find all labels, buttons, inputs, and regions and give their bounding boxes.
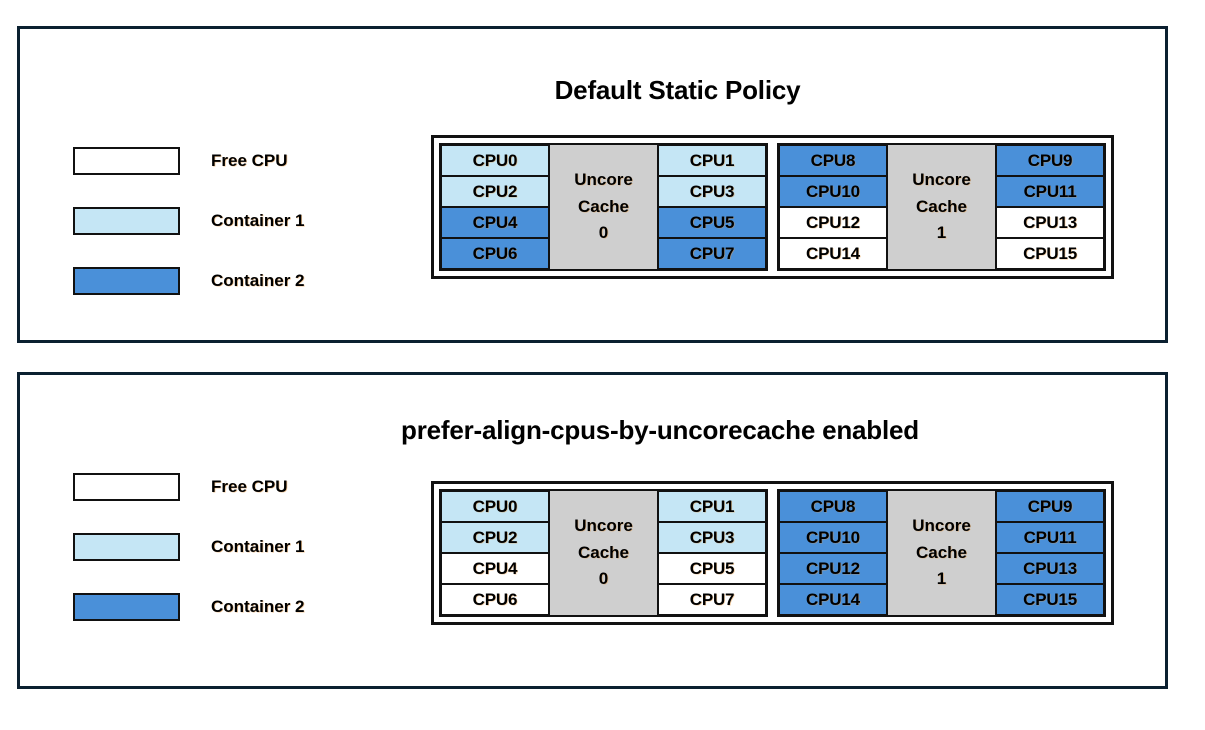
cpu-cell: CPU2 bbox=[441, 176, 549, 207]
uncore-cache-label-line1: Uncore bbox=[912, 170, 971, 190]
uncore-cache-label-line1: Uncore bbox=[574, 516, 633, 536]
legend-item-container-2: Container 2 bbox=[73, 577, 305, 637]
cpu-cell: CPU4 bbox=[441, 553, 549, 584]
legend-item-container-1: Container 1 bbox=[73, 191, 305, 251]
uncore-cache-label-line2: Cache bbox=[915, 542, 968, 562]
legend-item-free-cpu: Free CPU bbox=[73, 131, 305, 191]
cpu-cell: CPU1 bbox=[658, 145, 766, 176]
cpu-column-right: CPU9 CPU11 CPU13 CPU15 bbox=[996, 145, 1104, 269]
cpu-column-left: CPU8 CPU10 CPU12 CPU14 bbox=[779, 491, 887, 615]
cpu-cell: CPU9 bbox=[996, 145, 1104, 176]
legend: Free CPU Container 1 Container 2 bbox=[73, 457, 305, 637]
cache-group-1: CPU8 CPU10 CPU12 CPU14 Uncore Cache 1 CP… bbox=[777, 489, 1106, 617]
uncore-cache-label-line3: 1 bbox=[936, 223, 947, 243]
cpu-column-left: CPU0 CPU2 CPU4 CPU6 bbox=[441, 491, 549, 615]
uncore-cache-label-line1: Uncore bbox=[574, 170, 633, 190]
cpu-cell: CPU11 bbox=[996, 176, 1104, 207]
cpu-cell: CPU8 bbox=[779, 145, 887, 176]
legend-label-container-1: Container 1 bbox=[211, 211, 305, 230]
legend-label-free-cpu: Free CPU bbox=[211, 151, 288, 170]
cpu-cell: CPU14 bbox=[779, 584, 887, 615]
diagram-panel-prefer-align-cpus-by-uncorecache: prefer-align-cpus-by-uncorecache enabled… bbox=[17, 372, 1168, 689]
uncore-cache-label: Uncore Cache 0 bbox=[548, 491, 659, 615]
cpu-topology-block: CPU0 CPU2 CPU4 CPU6 Uncore Cache 0 CPU1 … bbox=[431, 135, 1114, 279]
legend: Free CPU Container 1 Container 2 bbox=[73, 131, 305, 311]
uncore-cache-label-line2: Cache bbox=[577, 542, 630, 562]
cpu-cell: CPU9 bbox=[996, 491, 1104, 522]
cpu-cell: CPU14 bbox=[779, 238, 887, 269]
legend-swatch-container-1 bbox=[73, 533, 180, 561]
cpu-cell: CPU2 bbox=[441, 522, 549, 553]
cpu-cell: CPU3 bbox=[658, 176, 766, 207]
cpu-column-right: CPU1 CPU3 CPU5 CPU7 bbox=[658, 491, 766, 615]
cpu-cell: CPU0 bbox=[441, 491, 549, 522]
cpu-cell: CPU1 bbox=[658, 491, 766, 522]
uncore-cache-label: Uncore Cache 0 bbox=[548, 145, 659, 269]
cache-group-0: CPU0 CPU2 CPU4 CPU6 Uncore Cache 0 CPU1 … bbox=[439, 143, 768, 271]
uncore-cache-label-line3: 0 bbox=[598, 223, 609, 243]
cpu-cell: CPU12 bbox=[779, 207, 887, 238]
cpu-cell: CPU8 bbox=[779, 491, 887, 522]
legend-swatch-free-cpu bbox=[73, 473, 180, 501]
cpu-cell: CPU7 bbox=[658, 584, 766, 615]
cpu-cell: CPU0 bbox=[441, 145, 549, 176]
uncore-cache-label-line3: 0 bbox=[598, 569, 609, 589]
diagram-panel-default-static-policy: Default Static Policy Free CPU Container… bbox=[17, 26, 1168, 343]
legend-item-free-cpu: Free CPU bbox=[73, 457, 305, 517]
cpu-cell: CPU15 bbox=[996, 238, 1104, 269]
cpu-cell: CPU10 bbox=[779, 522, 887, 553]
uncore-cache-label: Uncore Cache 1 bbox=[886, 491, 997, 615]
legend-swatch-container-2 bbox=[73, 267, 180, 295]
uncore-cache-label-line1: Uncore bbox=[912, 516, 971, 536]
cpu-cell: CPU6 bbox=[441, 584, 549, 615]
cpu-cell: CPU3 bbox=[658, 522, 766, 553]
cpu-cell: CPU6 bbox=[441, 238, 549, 269]
uncore-cache-label-line2: Cache bbox=[577, 196, 630, 216]
cpu-cell: CPU10 bbox=[779, 176, 887, 207]
cpu-column-left: CPU0 CPU2 CPU4 CPU6 bbox=[441, 145, 549, 269]
page-title: prefer-align-cpus-by-uncorecache enabled bbox=[401, 415, 919, 445]
cpu-cell: CPU4 bbox=[441, 207, 549, 238]
uncore-cache-label-line3: 1 bbox=[936, 569, 947, 589]
cpu-column-right: CPU1 CPU3 CPU5 CPU7 bbox=[658, 145, 766, 269]
cpu-cell: CPU7 bbox=[658, 238, 766, 269]
uncore-cache-label-line2: Cache bbox=[915, 196, 968, 216]
legend-swatch-free-cpu bbox=[73, 147, 180, 175]
legend-item-container-1: Container 1 bbox=[73, 517, 305, 577]
cache-group-1: CPU8 CPU10 CPU12 CPU14 Uncore Cache 1 CP… bbox=[777, 143, 1106, 271]
cache-group-0: CPU0 CPU2 CPU4 CPU6 Uncore Cache 0 CPU1 … bbox=[439, 489, 768, 617]
cpu-cell: CPU11 bbox=[996, 522, 1104, 553]
cpu-cell: CPU12 bbox=[779, 553, 887, 584]
legend-swatch-container-2 bbox=[73, 593, 180, 621]
cpu-cell: CPU13 bbox=[996, 207, 1104, 238]
cpu-topology-block: CPU0 CPU2 CPU4 CPU6 Uncore Cache 0 CPU1 … bbox=[431, 481, 1114, 625]
cpu-cell: CPU5 bbox=[658, 553, 766, 584]
cpu-cell: CPU13 bbox=[996, 553, 1104, 584]
cpu-column-right: CPU9 CPU11 CPU13 CPU15 bbox=[996, 491, 1104, 615]
cpu-column-left: CPU8 CPU10 CPU12 CPU14 bbox=[779, 145, 887, 269]
cpu-cell: CPU5 bbox=[658, 207, 766, 238]
legend-item-container-2: Container 2 bbox=[73, 251, 305, 311]
legend-label-container-2: Container 2 bbox=[211, 597, 305, 616]
page-title: Default Static Policy bbox=[554, 75, 801, 105]
legend-label-container-1: Container 1 bbox=[211, 537, 305, 556]
legend-label-free-cpu: Free CPU bbox=[211, 477, 288, 496]
uncore-cache-label: Uncore Cache 1 bbox=[886, 145, 997, 269]
legend-label-container-2: Container 2 bbox=[211, 271, 305, 290]
cpu-cell: CPU15 bbox=[996, 584, 1104, 615]
legend-swatch-container-1 bbox=[73, 207, 180, 235]
